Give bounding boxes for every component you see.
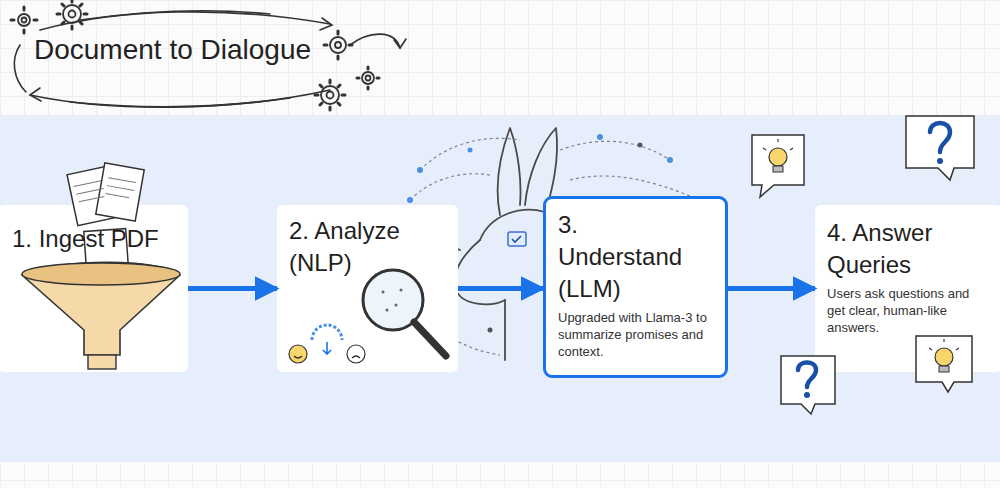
diagram-title: Document to Dialogue <box>34 34 311 66</box>
step-heading: 1. Ingest PDF <box>12 223 174 255</box>
step-heading: 2. Analyze (NLP) <box>289 215 439 279</box>
step-heading: 3. Understand (LLM) <box>558 209 703 305</box>
step-description: Users ask questions and get clear, human… <box>827 285 990 336</box>
process-box: 3. Understand (LLM)Upgraded with Llama-3… <box>543 196 728 378</box>
flow-arrow <box>728 286 815 291</box>
flow-arrow <box>458 286 543 291</box>
flow-arrow <box>188 286 277 291</box>
step-heading: 4. Answer Queries <box>827 217 990 281</box>
step-description: Upgraded with Llama-3 to summarize promi… <box>558 309 713 360</box>
